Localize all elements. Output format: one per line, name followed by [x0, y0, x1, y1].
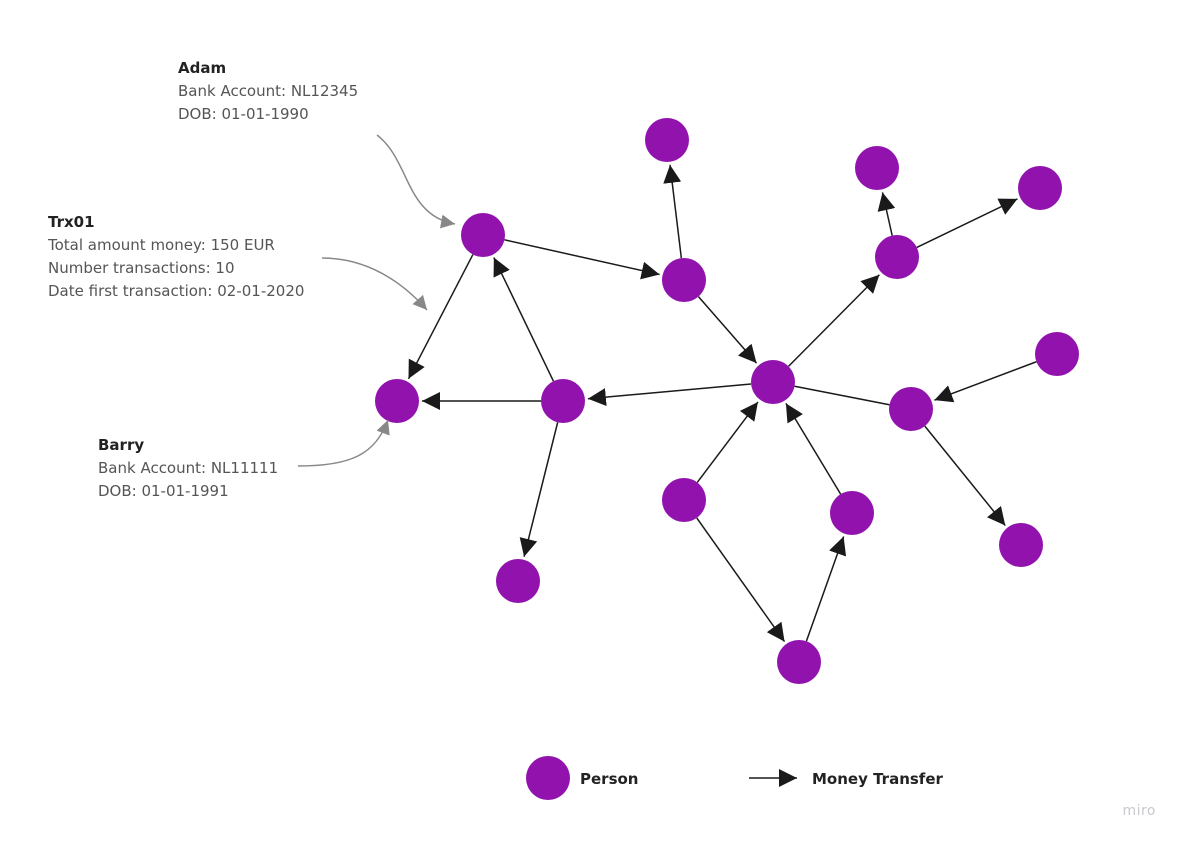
- person-node-c: [645, 118, 689, 162]
- person-node-j: [1018, 166, 1062, 210]
- legend-person-icon: [526, 756, 570, 800]
- person-node-l: [889, 387, 933, 431]
- money-transfer-edge-b-d: [697, 296, 758, 364]
- annotation-trx01: Trx01 Total amount money: 150 EUR Number…: [48, 211, 304, 303]
- person-node-barry: [375, 379, 419, 423]
- person-node-h: [875, 235, 919, 279]
- person-node-k: [1035, 332, 1079, 376]
- person-node-i: [855, 146, 899, 190]
- annotation-title: Adam: [178, 59, 227, 77]
- annotation-line: Bank Account: NL11111: [98, 459, 279, 477]
- annotation-line: Date first transaction: 02-01-2020: [48, 282, 305, 300]
- annotation-line: Total amount money: 150 EUR: [48, 236, 275, 254]
- person-node-g: [496, 559, 540, 603]
- annotation-line: DOB: 01-01-1991: [98, 482, 229, 500]
- annotation-connector-trx01: [321, 257, 428, 311]
- money-transfer-edge-d-h: [787, 274, 880, 367]
- money-transfer-edge-h-j: [916, 198, 1018, 249]
- money-transfer-edge-d-l: [794, 385, 890, 406]
- annotation-connector-adam: [376, 134, 456, 229]
- money-transfer-edge-p-o: [805, 536, 847, 642]
- money-transfer-edge-d-f: [587, 383, 752, 407]
- money-transfer-edge-h-i: [877, 192, 896, 236]
- annotation-line: Bank Account: NL12345: [178, 82, 359, 100]
- annotation-title: Barry: [98, 436, 145, 454]
- annotation-connector-barry: [297, 419, 390, 467]
- annotation-line: Number transactions: 10: [48, 259, 235, 277]
- money-transfer-edge-o-d: [785, 403, 842, 495]
- annotation-line: DOB: 01-01-1990: [178, 105, 309, 123]
- money-transfer-edge-adam-b: [504, 239, 660, 280]
- annotation-title: Trx01: [48, 213, 95, 231]
- person-node-b: [662, 258, 706, 302]
- money-transfer-edge-n-d: [696, 401, 759, 483]
- person-node-o: [830, 491, 874, 535]
- money-transfer-edge-f-g: [519, 422, 559, 557]
- annotation-barry: Barry Bank Account: NL11111 DOB: 01-01-1…: [98, 434, 278, 503]
- legend-person-label: Person: [580, 770, 639, 788]
- person-node-p: [777, 640, 821, 684]
- money-transfer-edge-n-p: [696, 517, 786, 643]
- money-transfer-edge-f-adam: [493, 257, 555, 382]
- money-transfer-edge-adam-barry: [407, 254, 474, 380]
- money-transfer-edge-l-m: [924, 425, 1006, 527]
- legend-transfer-label: Money Transfer: [812, 770, 943, 788]
- miro-watermark: miro: [1122, 803, 1156, 819]
- person-node-f: [541, 379, 585, 423]
- person-node-m: [999, 523, 1043, 567]
- annotation-adam: Adam Bank Account: NL12345 DOB: 01-01-19…: [178, 57, 358, 126]
- money-transfer-edge-k-l: [934, 361, 1037, 403]
- person-node-d: [751, 360, 795, 404]
- money-transfer-edge-b-c: [663, 164, 683, 259]
- person-node-n: [662, 478, 706, 522]
- person-node-adam: [461, 213, 505, 257]
